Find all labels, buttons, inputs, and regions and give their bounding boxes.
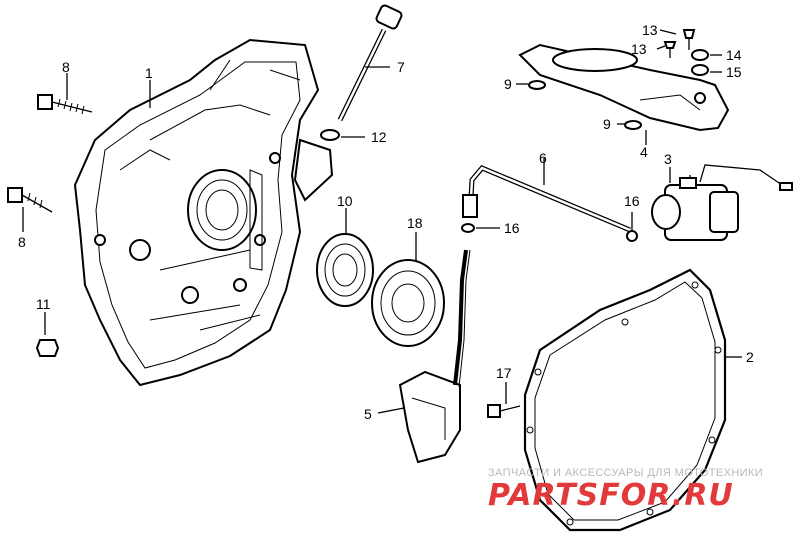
watermark: ЗАПЧАСТИ И АКСЕССУАРЫ ДЛЯ МОТОТЕХНИКИ PA… [488, 467, 763, 513]
callout-8-lower: 8 [18, 234, 26, 250]
crankcase-cover-part [73, 38, 334, 387]
callout-15: 15 [726, 64, 742, 80]
bearing-large-part [371, 259, 445, 347]
callout-5: 5 [364, 406, 372, 422]
oil-level-switch-part [651, 164, 793, 241]
callout-8-upper: 8 [62, 59, 70, 75]
callout-1: 1 [145, 65, 153, 81]
callout-4: 4 [640, 144, 648, 160]
breather-tube-part [462, 164, 631, 233]
callout-labels: 1 2 3 4 5 6 7 8 8 9 9 10 11 12 13 13 14 … [18, 22, 754, 422]
callout-14: 14 [726, 47, 742, 63]
callout-9-upper: 9 [504, 76, 512, 92]
oil-strainer-part [398, 249, 471, 464]
bolt-upper-part [37, 94, 93, 115]
watermark-tagline: ЗАПЧАСТИ И АКСЕССУАРЫ ДЛЯ МОТОТЕХНИКИ [488, 467, 763, 479]
callout-11: 11 [36, 296, 51, 312]
leader-lines [22, 29, 742, 414]
callout-16-left: 16 [504, 220, 520, 236]
o-ring-part [320, 129, 340, 141]
callout-9-lower: 9 [603, 116, 611, 132]
callout-13-upper: 13 [642, 22, 658, 38]
callout-3: 3 [664, 151, 672, 167]
callout-7: 7 [397, 59, 405, 75]
flange-bolt-part [487, 404, 521, 418]
gasket-part [523, 268, 727, 532]
callout-12: 12 [371, 129, 387, 145]
bolt-lower-part [7, 187, 53, 213]
callout-10: 10 [337, 193, 353, 209]
dipstick-part [337, 4, 403, 122]
callout-6: 6 [539, 150, 547, 166]
callout-2: 2 [746, 349, 754, 365]
clip-part [461, 223, 638, 242]
callout-16-right: 16 [624, 193, 640, 209]
callout-13-lower: 13 [631, 41, 647, 57]
watermark-brand: PARTSFOR.RU [488, 478, 734, 513]
nut-part [35, 339, 60, 357]
bearing-small-part [316, 233, 374, 307]
callout-17: 17 [496, 365, 512, 381]
callout-18: 18 [407, 215, 423, 231]
bracket-part [518, 29, 730, 132]
